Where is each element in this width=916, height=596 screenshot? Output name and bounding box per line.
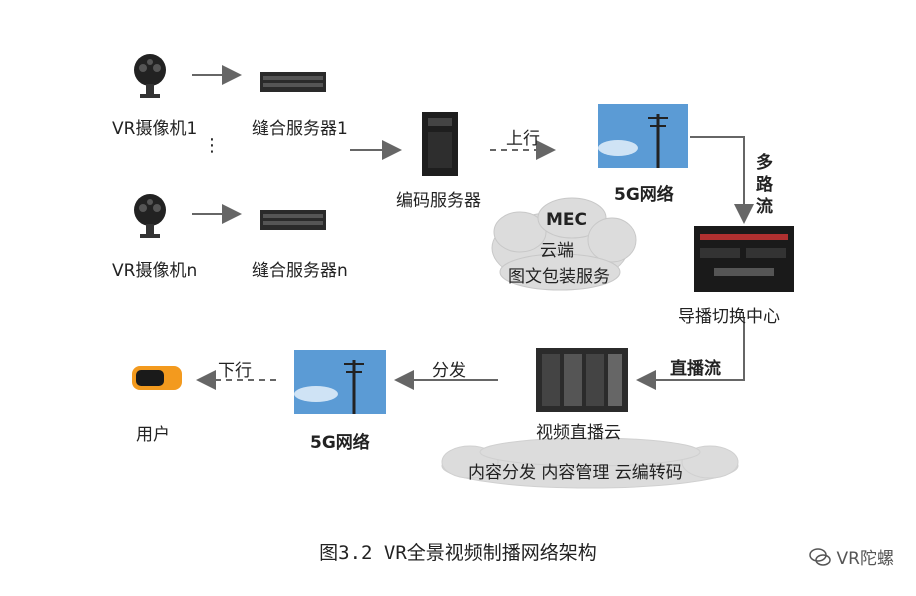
uplink-label: 上行 (506, 129, 540, 149)
mec-cloud-shape (491, 197, 637, 291)
stitch-server-1-icon (260, 72, 326, 92)
video-cloud-shape (441, 437, 739, 489)
5g-tower-top-image (598, 104, 688, 168)
wechat-icon (808, 547, 831, 566)
vr-camera-1-label: VR摄像机1 (112, 119, 198, 139)
user-label: 用户 (136, 425, 170, 445)
stitch-server-1-label: 缝合服务器1 (252, 119, 348, 139)
mec-line1: 云端 (540, 241, 574, 261)
director-console-image (694, 226, 794, 292)
arrow-livestream (636, 318, 745, 390)
figure-caption: 图3.2 VR全景视频制播网络架构 (319, 542, 597, 564)
video-cloud-datacenter-image (536, 348, 628, 412)
vr-camera-n-icon (134, 194, 166, 238)
watermark-text: VR陀螺 (836, 549, 894, 569)
5g-network-top-label: 5G网络 (614, 185, 674, 205)
director-center-label: 导播切换中心 (678, 307, 780, 327)
vr-headset-icon (132, 366, 182, 390)
multi-stream-label: 多 路 流 (756, 153, 773, 217)
downlink-label: 下行 (218, 361, 252, 381)
encoder-server-icon (422, 112, 458, 176)
video-cloud-services: 内容分发 内容管理 云编转码 (468, 463, 683, 483)
watermark: VR陀螺 (808, 544, 894, 569)
stitch-server-n-label: 缝合服务器n (252, 261, 348, 281)
distribute-label: 分发 (432, 361, 466, 381)
vr-camera-1-icon (134, 54, 166, 98)
arrow-multistream (690, 136, 754, 224)
vr-camera-n-label: VR摄像机n (112, 261, 198, 281)
mec-title: MEC (546, 210, 588, 230)
ellipsis: ⋮ (203, 135, 221, 156)
stitch-server-n-icon (260, 210, 326, 230)
encoder-server-label: 编码服务器 (396, 191, 481, 211)
mec-line2: 图文包装服务 (508, 267, 610, 287)
5g-tower-bottom-image (294, 350, 386, 414)
video-cloud-label: 视频直播云 (536, 423, 621, 443)
live-stream-label: 直播流 (670, 359, 721, 379)
5g-network-bottom-label: 5G网络 (310, 433, 370, 453)
